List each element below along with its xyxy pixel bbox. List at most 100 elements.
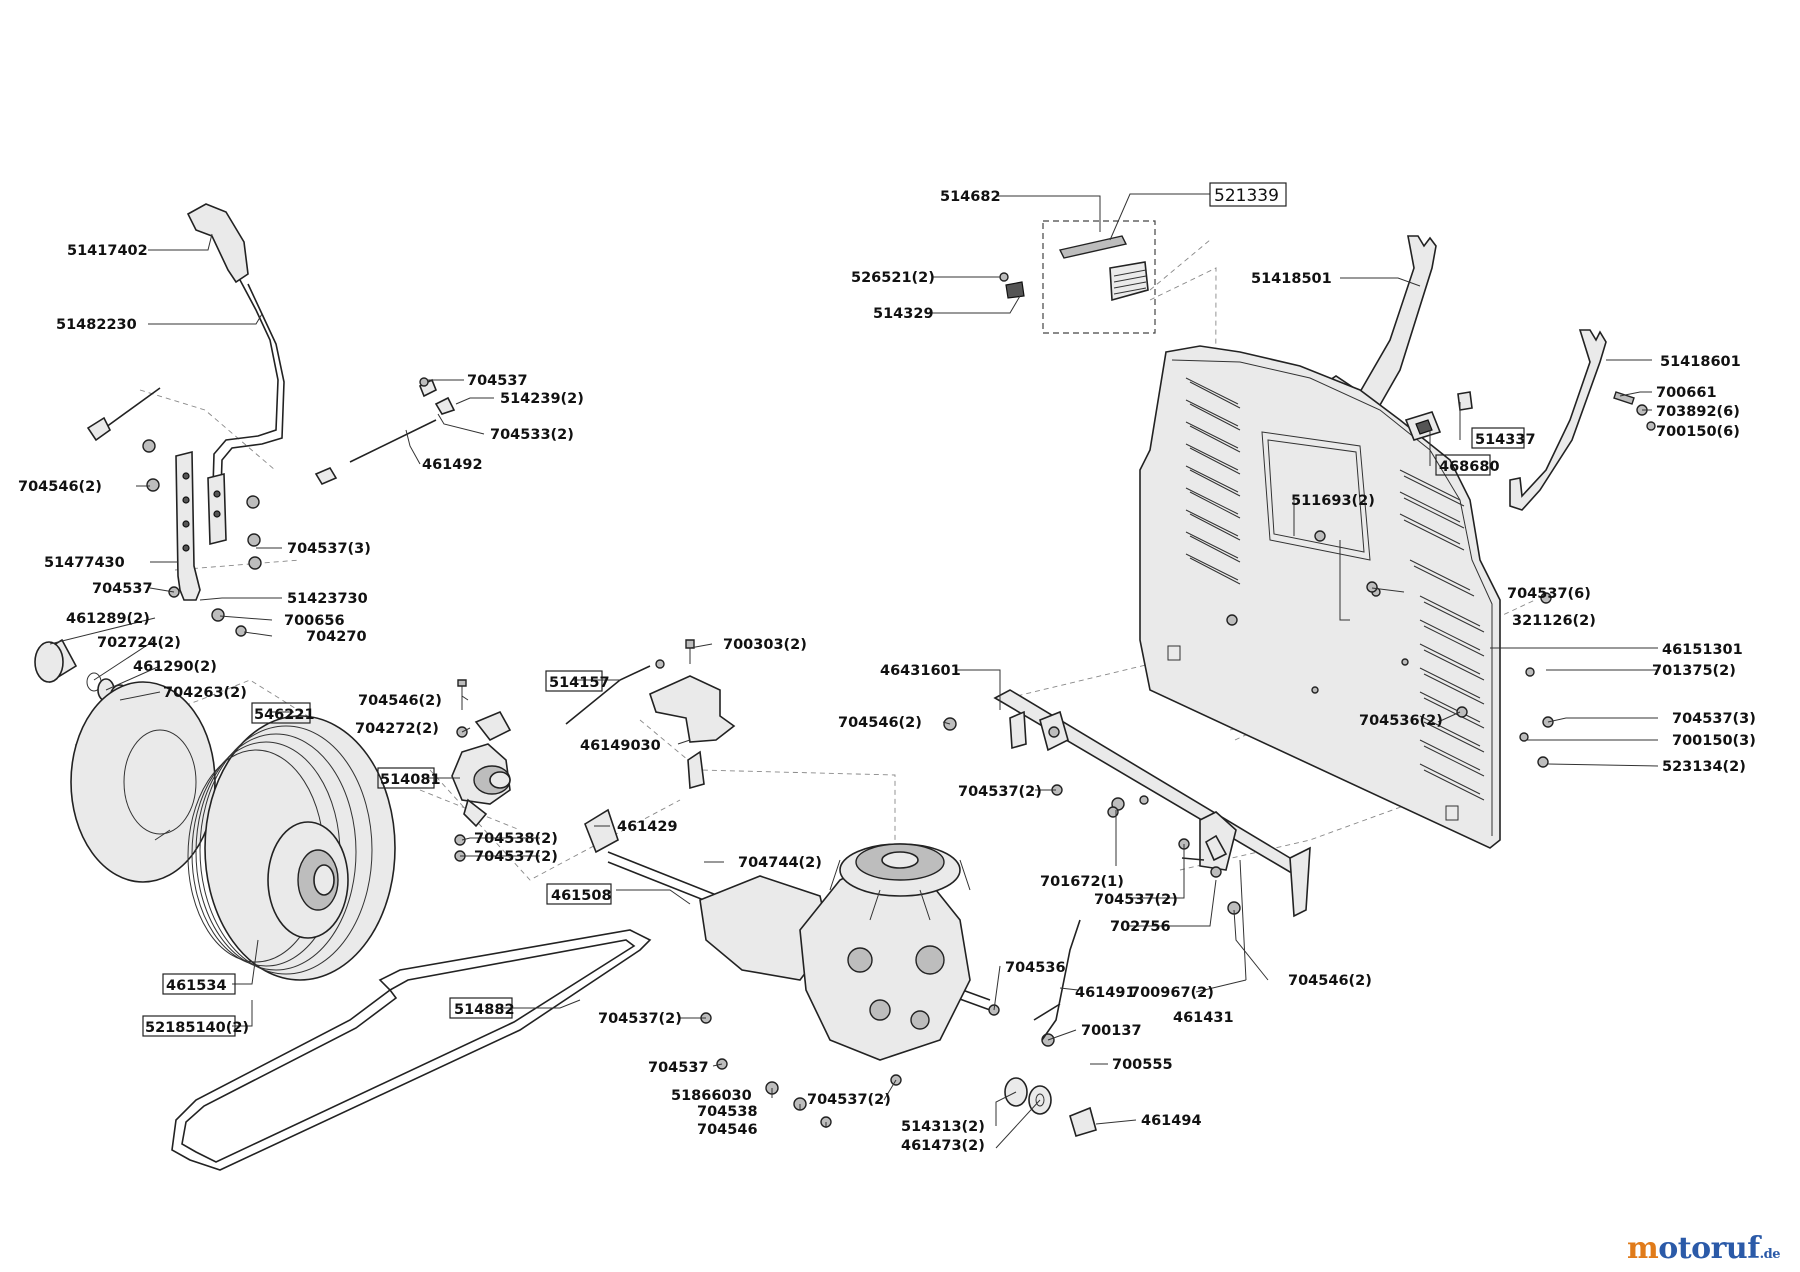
label-52185140: 52185140(2)	[145, 1020, 249, 1036]
label-514157: 514157	[549, 675, 610, 691]
label-box-461508	[546, 883, 612, 905]
label-704537-2m: 704537(2)	[958, 784, 1042, 800]
label-704537-l: 704537	[92, 581, 153, 597]
label-461492: 461492	[422, 457, 483, 473]
part-labels: 514682 521339 526521(2) 514329 51418501 …	[18, 182, 1756, 1154]
pedal-linkage	[86, 203, 456, 637]
label-704546-2l: 704546(2)	[18, 479, 102, 495]
label-461289: 461289(2)	[66, 611, 150, 627]
label-704537-3r: 704537(3)	[1672, 711, 1756, 727]
label-box-468680	[1435, 454, 1491, 476]
label-700967: 700967(2)	[1130, 985, 1214, 1001]
back-panel	[1139, 345, 1501, 849]
label-704536-2: 704536(2)	[1359, 713, 1443, 729]
label-461491: 461491	[1075, 985, 1136, 1001]
label-704537-2w: 704537(2)	[474, 849, 558, 865]
label-box-514157	[545, 670, 603, 692]
label-46431601: 46431601	[880, 663, 961, 679]
label-box-461534	[162, 973, 236, 995]
label-704744: 704744(2)	[738, 855, 822, 871]
label-461508: 461508	[551, 888, 612, 904]
label-51477430: 51477430	[44, 555, 125, 571]
pulley-bracket	[451, 679, 512, 862]
label-704546-b: 704546	[697, 1122, 758, 1138]
label-514329: 514329	[873, 306, 934, 322]
label-461473: 461473(2)	[901, 1138, 985, 1154]
label-51423730: 51423730	[287, 591, 368, 607]
label-700656: 700656	[284, 613, 345, 629]
label-51417402: 51417402	[67, 243, 148, 259]
label-box-514081	[377, 767, 435, 789]
label-514239: 514239(2)	[500, 391, 584, 407]
label-704537-2g: 704537(2)	[598, 1011, 682, 1027]
label-box-52185140	[142, 1015, 236, 1037]
label-523134: 523134(2)	[1662, 759, 1746, 775]
transaxle	[584, 750, 991, 1061]
label-51418601: 51418601	[1660, 354, 1741, 370]
label-461494: 461494	[1141, 1113, 1202, 1129]
switch-parts	[1404, 391, 1635, 441]
label-box-521339	[1209, 182, 1287, 207]
label-700661: 700661	[1656, 385, 1717, 401]
drive-belt	[171, 929, 652, 1171]
label-702756: 702756	[1110, 919, 1171, 935]
label-700150-6: 700150(6)	[1656, 424, 1740, 440]
label-514313: 514313(2)	[901, 1119, 985, 1135]
label-704546-2w: 704546(2)	[358, 693, 442, 709]
label-51418501: 51418501	[1251, 271, 1332, 287]
label-701375: 701375(2)	[1652, 663, 1736, 679]
label-700555: 700555	[1112, 1057, 1173, 1073]
label-704537-b: 704537	[648, 1060, 709, 1076]
label-704272: 704272(2)	[355, 721, 439, 737]
label-700137: 700137	[1081, 1023, 1142, 1039]
label-546221: 546221	[254, 707, 315, 723]
brand-rest: otoruf	[1658, 1231, 1760, 1266]
small-hardware	[700, 404, 1656, 1137]
label-704537-6: 704537(6)	[1507, 586, 1591, 602]
label-461290: 461290(2)	[133, 659, 217, 675]
label-700150-3: 700150(3)	[1672, 733, 1756, 749]
label-461429: 461429	[617, 819, 678, 835]
label-box-514337	[1471, 427, 1525, 449]
label-461534: 461534	[166, 978, 227, 994]
label-51866030: 51866030	[671, 1088, 752, 1104]
label-704537-2c: 704537(2)	[1094, 892, 1178, 908]
fuse-cover-group	[999, 220, 1156, 334]
label-704263: 704263(2)	[163, 685, 247, 701]
brand-first: m	[1626, 1231, 1659, 1266]
label-704537-3l: 704537(3)	[287, 541, 371, 557]
label-514882: 514882	[454, 1002, 515, 1018]
label-box-546221	[251, 702, 311, 724]
label-704546-2r: 704546(2)	[1288, 973, 1372, 989]
label-46151301: 46151301	[1662, 642, 1743, 658]
label-514081: 514081	[380, 772, 441, 788]
label-700303: 700303(2)	[723, 637, 807, 653]
label-704538: 704538	[697, 1104, 758, 1120]
label-704538-2: 704538(2)	[474, 831, 558, 847]
label-514337: 514337	[1475, 432, 1536, 448]
label-704546-2m: 704546(2)	[838, 715, 922, 731]
motoruf-logo: motoruf.de	[1626, 1231, 1781, 1266]
label-526521: 526521(2)	[851, 270, 935, 286]
label-511693: 511693(2)	[1291, 493, 1375, 509]
label-703892: 703892(6)	[1656, 404, 1740, 420]
label-701672: 701672(1)	[1040, 874, 1124, 890]
label-704536: 704536	[1005, 960, 1066, 976]
front-wheel-small	[34, 638, 216, 883]
label-521339: 521339	[1214, 186, 1279, 206]
label-704537-2b: 704537(2)	[807, 1092, 891, 1108]
label-51482230: 51482230	[56, 317, 137, 333]
label-704533: 704533(2)	[490, 427, 574, 443]
leader-lines	[49, 193, 1659, 1149]
rear-wheel	[187, 715, 396, 981]
label-321126: 321126(2)	[1512, 613, 1596, 629]
label-704270: 704270	[306, 629, 367, 645]
label-704537-t: 704537	[467, 373, 528, 389]
label-461431: 461431	[1173, 1010, 1234, 1026]
label-702724: 702724(2)	[97, 635, 181, 651]
label-514682: 514682	[940, 189, 1001, 205]
label-box-514882	[449, 997, 513, 1019]
brand-tld: .de	[1759, 1247, 1781, 1262]
